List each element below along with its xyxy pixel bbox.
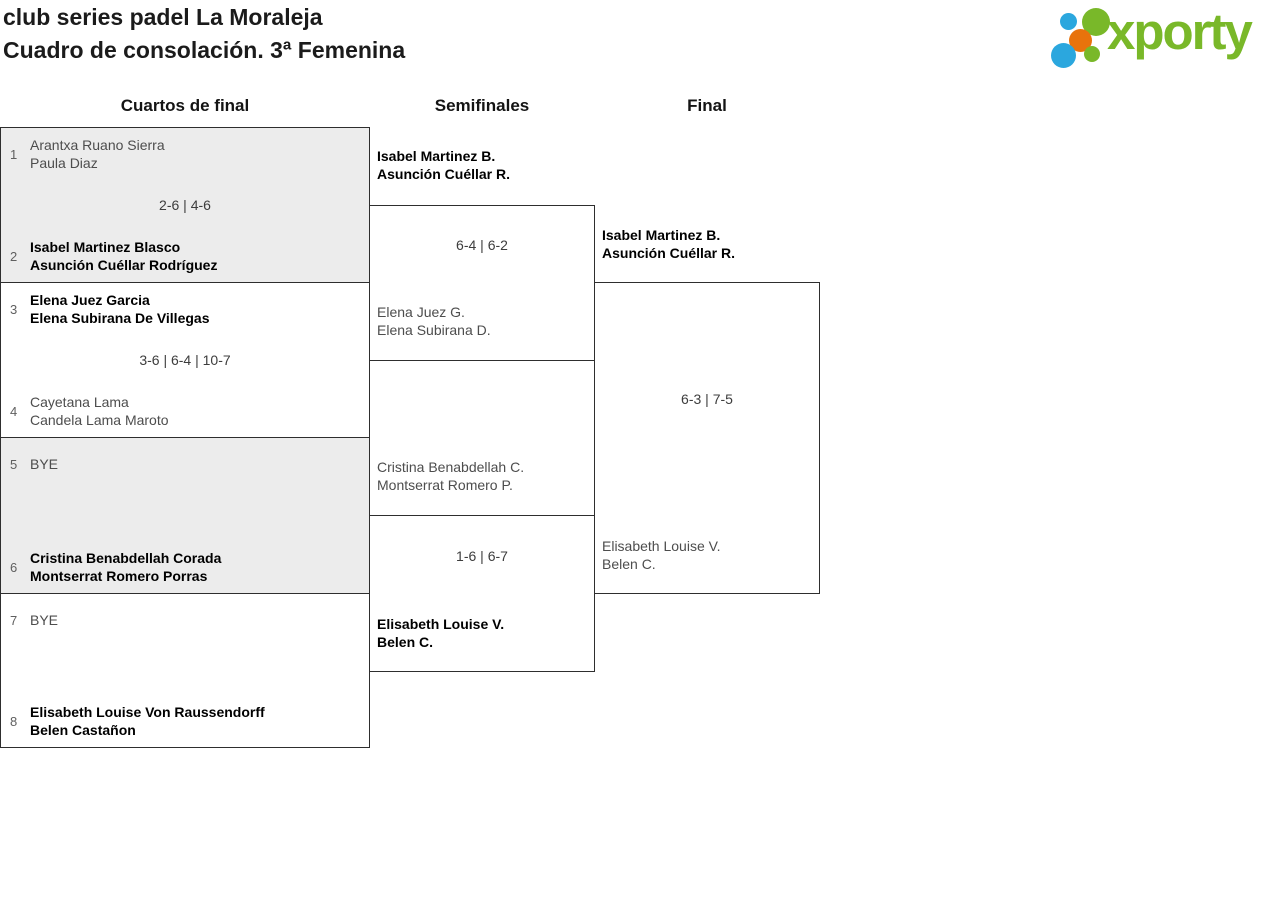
team-label-semifinal-2-bottom: Elisabeth Louise V. Belen C.: [377, 615, 592, 651]
team-label-semifinal-1-bottom: Elena Juez G. Elena Subirana D.: [377, 303, 592, 339]
player-name: Isabel Martinez Blasco: [30, 239, 181, 255]
player-name: Asunción Cuéllar R.: [377, 166, 511, 182]
match-box-final: 6-3 | 7-5: [594, 282, 820, 594]
match-score: 1-6 | 6-7: [456, 548, 508, 564]
match-box-quarterfinal-1: 1 Arantxa Ruano Sierra Paula Diaz 2-6 | …: [0, 127, 370, 283]
player-name: Elisabeth Louise V.: [602, 538, 721, 554]
team-entry-seed-6: 6 Cristina Benabdellah Corada Montserrat…: [10, 549, 361, 585]
logo-dot-blue-small-icon: [1060, 13, 1077, 30]
seed-number: 4: [10, 403, 18, 419]
bracket-subtitle: Cuadro de consolación. 3ª Femenina: [3, 37, 406, 63]
player-name: Elena Juez Garcia: [30, 292, 150, 308]
logo-dot-blue-large-icon: [1051, 43, 1076, 68]
match-box-quarterfinal-3: 5 BYE 6 Cristina Benabdellah Corada Mont…: [0, 437, 370, 594]
player-name: Isabel Martinez B.: [377, 148, 496, 164]
player-name: Montserrat Romero Porras: [30, 568, 208, 584]
match-box-quarterfinal-4: 7 BYE 8 Elisabeth Louise Von Raussendorf…: [0, 593, 370, 748]
player-name: Elena Subirana D.: [377, 322, 491, 338]
match-score: 3-6 | 6-4 | 10-7: [139, 352, 231, 368]
seed-number: 5: [10, 456, 18, 472]
xporty-logo[interactable]: xporty: [1050, 0, 1280, 75]
seed-number: 2: [10, 248, 18, 264]
player-name: Asunción Cuéllar R.: [602, 245, 736, 261]
team-entry-seed-4: 4 Cayetana Lama Candela Lama Maroto: [10, 393, 361, 429]
player-name: Elena Juez G.: [377, 304, 465, 320]
team-label-final-bottom: Elisabeth Louise V. Belen C.: [602, 537, 817, 573]
team-label-semifinal-1-top: Isabel Martinez B. Asunción Cuéllar R.: [377, 147, 592, 183]
player-name: Paula Diaz: [30, 155, 98, 171]
logo-dot-green-small-icon: [1084, 46, 1100, 62]
team-entry-seed-7: 7 BYE: [10, 602, 361, 638]
team-label-semifinal-2-top: Cristina Benabdellah C. Montserrat Romer…: [377, 458, 592, 494]
player-name: Belen C.: [602, 556, 656, 572]
seed-number: 8: [10, 713, 18, 729]
match-box-quarterfinal-2: 3 Elena Juez Garcia Elena Subirana De Vi…: [0, 282, 370, 438]
match-score: 6-4 | 6-2: [456, 237, 508, 253]
player-name: BYE: [30, 456, 59, 472]
seed-number: 1: [10, 146, 18, 162]
page-title: club series padel La Moraleja Cuadro de …: [3, 1, 405, 67]
player-name: Asunción Cuéllar Rodríguez: [30, 257, 218, 273]
player-name: Elena Subirana De Villegas: [30, 310, 210, 326]
player-name: Elisabeth Louise V.: [377, 616, 505, 632]
player-name: Belen Castañon: [30, 722, 136, 738]
logo-wordmark: xporty: [1107, 3, 1253, 60]
player-name: Candela Lama Maroto: [30, 412, 169, 428]
team-entry-seed-3: 3 Elena Juez Garcia Elena Subirana De Vi…: [10, 291, 361, 327]
team-label-final-top: Isabel Martinez B. Asunción Cuéllar R.: [602, 226, 817, 262]
team-entry-seed-1: 1 Arantxa Ruano Sierra Paula Diaz: [10, 136, 361, 172]
player-name: Belen C.: [377, 634, 434, 650]
player-name: Arantxa Ruano Sierra: [30, 137, 165, 153]
round-header-semifinales: Semifinales: [434, 96, 530, 115]
team-entry-seed-2: 2 Isabel Martinez Blasco Asunción Cuélla…: [10, 238, 361, 274]
tournament-name: club series padel La Moraleja: [3, 4, 323, 30]
round-header-cuartos-de-final: Cuartos de final: [120, 96, 250, 115]
round-header-final: Final: [687, 96, 727, 115]
player-name: Elisabeth Louise Von Raussendorff: [30, 704, 265, 720]
player-name: Cayetana Lama: [30, 394, 129, 410]
team-entry-seed-5: 5 BYE: [10, 446, 361, 482]
player-name: BYE: [30, 612, 59, 628]
player-name: Cristina Benabdellah Corada: [30, 550, 222, 566]
player-name: Cristina Benabdellah C.: [377, 459, 525, 475]
match-score: 6-3 | 7-5: [681, 391, 733, 407]
match-score: 2-6 | 4-6: [159, 197, 211, 213]
logo-dot-orange-icon: [1069, 29, 1092, 52]
team-entry-seed-8: 8 Elisabeth Louise Von Raussendorff Bele…: [10, 703, 361, 739]
player-name: Montserrat Romero P.: [377, 477, 513, 493]
seed-number: 6: [10, 559, 18, 575]
seed-number: 3: [10, 301, 18, 317]
player-name: Isabel Martinez B.: [602, 227, 721, 243]
seed-number: 7: [10, 612, 18, 628]
